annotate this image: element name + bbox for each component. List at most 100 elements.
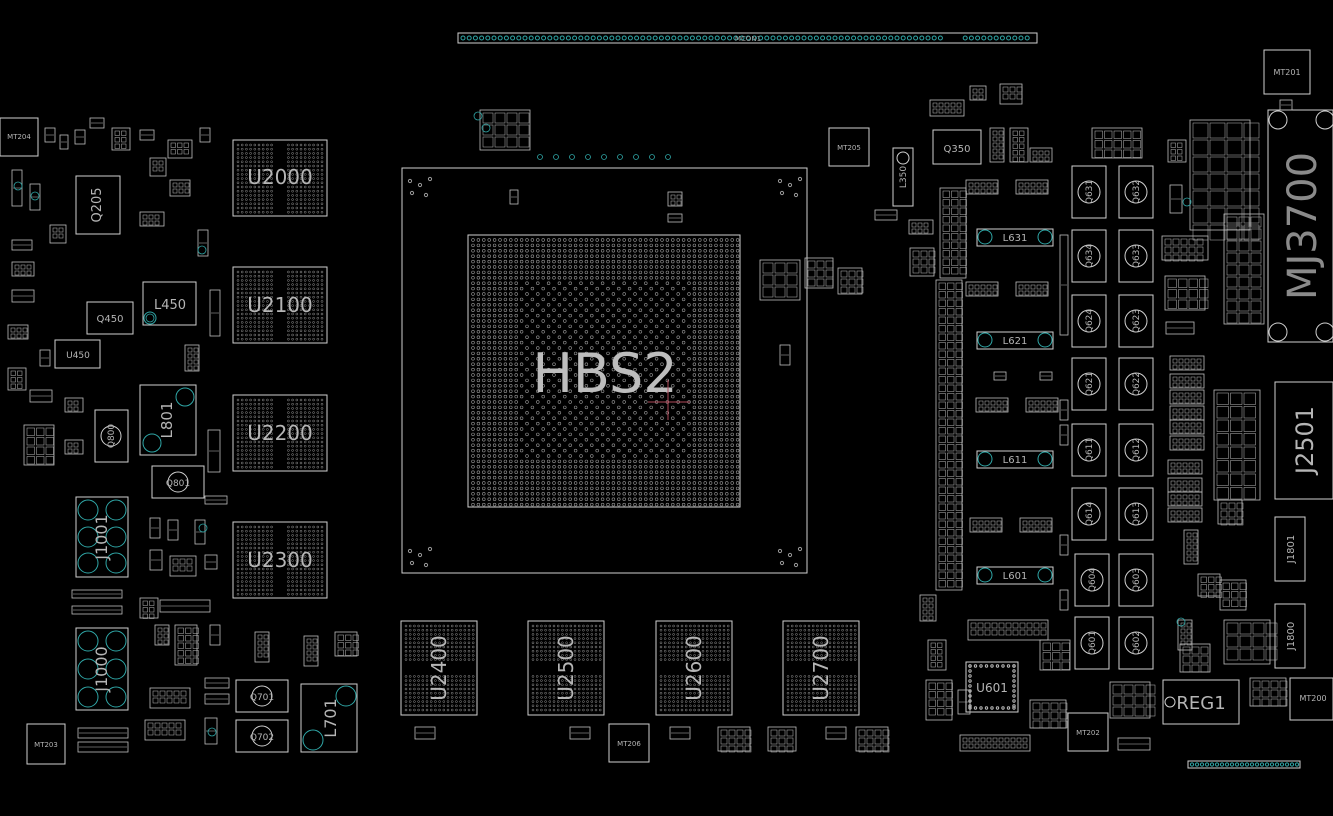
smd-footprint[interactable] bbox=[72, 590, 122, 598]
smd-footprint[interactable] bbox=[1030, 148, 1052, 162]
mosfet-q450[interactable]: Q450 bbox=[87, 302, 133, 334]
smd-footprint[interactable] bbox=[1170, 185, 1182, 213]
smd-footprint[interactable] bbox=[12, 290, 34, 302]
smd-footprint[interactable] bbox=[205, 718, 217, 744]
smd-footprint[interactable] bbox=[994, 372, 1006, 380]
smd-footprint[interactable] bbox=[1166, 322, 1194, 334]
smd-footprint[interactable] bbox=[936, 280, 963, 590]
smd-footprint[interactable] bbox=[50, 225, 66, 243]
smd-footprint[interactable] bbox=[1190, 120, 1259, 240]
mosfet-q604[interactable]: Q604 bbox=[1075, 554, 1109, 606]
smd-footprint[interactable] bbox=[920, 595, 936, 621]
inductor-l701[interactable]: L701 bbox=[301, 684, 357, 752]
smd-footprint[interactable] bbox=[150, 158, 166, 176]
mount-hole-mt201[interactable]: MT201 bbox=[1264, 50, 1310, 94]
smd-footprint[interactable] bbox=[78, 728, 128, 738]
smd-footprint[interactable] bbox=[1280, 100, 1292, 110]
smd-footprint[interactable] bbox=[760, 260, 800, 300]
smd-footprint[interactable] bbox=[1060, 235, 1068, 335]
smd-footprint[interactable] bbox=[205, 496, 227, 504]
smd-footprint[interactable] bbox=[8, 368, 26, 390]
smd-footprint[interactable] bbox=[910, 248, 935, 276]
inductor-l601[interactable]: L601 bbox=[977, 567, 1053, 584]
memory-u2200[interactable]: U2200 bbox=[233, 395, 327, 471]
mount-hole-mt202[interactable]: MT202 bbox=[1068, 713, 1108, 751]
smd-footprint[interactable] bbox=[185, 345, 199, 371]
smd-footprint[interactable] bbox=[966, 180, 998, 194]
smd-footprint[interactable] bbox=[1030, 700, 1067, 728]
mount-hole-mt206[interactable]: MT206 bbox=[609, 724, 649, 762]
smd-footprint[interactable] bbox=[1168, 460, 1202, 474]
smd-footprint[interactable] bbox=[1214, 390, 1260, 500]
smd-footprint[interactable] bbox=[210, 290, 220, 336]
smd-footprint[interactable] bbox=[198, 230, 208, 256]
smd-footprint[interactable] bbox=[928, 640, 946, 670]
smd-footprint[interactable] bbox=[1020, 518, 1052, 532]
mosfet-q701[interactable]: Q701 bbox=[236, 680, 288, 712]
inductor-l611[interactable]: L611 bbox=[977, 451, 1053, 468]
smd-footprint[interactable] bbox=[968, 620, 1048, 640]
smd-footprint[interactable] bbox=[1060, 425, 1068, 445]
smd-footprint[interactable] bbox=[304, 636, 318, 666]
smd-footprint[interactable] bbox=[415, 727, 435, 739]
smd-footprint[interactable] bbox=[970, 86, 986, 100]
smd-footprint[interactable] bbox=[175, 625, 199, 665]
mosfet-q602[interactable]: Q602 bbox=[1119, 617, 1153, 669]
gpu-package[interactable]: HBS2 bbox=[402, 168, 807, 573]
smd-footprint[interactable] bbox=[1168, 508, 1202, 522]
smd-footprint[interactable] bbox=[1170, 436, 1204, 450]
mosfet-q350[interactable]: Q350 bbox=[933, 130, 981, 164]
ic-u601[interactable]: U601 bbox=[966, 662, 1018, 712]
smd-footprint[interactable] bbox=[668, 214, 682, 222]
smd-footprint[interactable] bbox=[72, 606, 122, 614]
mosfet-q631[interactable]: Q631 bbox=[1072, 166, 1106, 218]
smd-footprint[interactable] bbox=[1165, 276, 1208, 310]
smd-footprint[interactable] bbox=[960, 735, 1030, 751]
smd-footprint[interactable] bbox=[155, 625, 169, 645]
smd-footprint[interactable] bbox=[1092, 128, 1142, 158]
smd-footprint[interactable] bbox=[65, 440, 83, 454]
mosfet-q623[interactable]: Q623 bbox=[1119, 295, 1153, 347]
smd-footprint[interactable] bbox=[768, 727, 796, 752]
smd-footprint[interactable] bbox=[78, 742, 128, 752]
ic-u450[interactable]: U450 bbox=[55, 340, 100, 368]
mosfet-q800[interactable]: Q800 bbox=[95, 410, 128, 462]
connector-j1801[interactable]: J1801 bbox=[1275, 517, 1305, 581]
memory-u2600[interactable]: U2600 bbox=[656, 621, 732, 715]
smd-footprint[interactable] bbox=[140, 130, 154, 140]
smd-footprint[interactable] bbox=[1040, 372, 1052, 380]
mosfet-q702[interactable]: Q702 bbox=[236, 720, 288, 752]
connector-mj3700[interactable]: MJ3700 bbox=[1268, 110, 1333, 342]
smd-footprint[interactable] bbox=[168, 520, 178, 540]
mount-hole-mt204[interactable]: MT204 bbox=[0, 118, 38, 156]
smd-footprint[interactable] bbox=[24, 425, 54, 465]
smd-footprint[interactable] bbox=[1224, 620, 1277, 664]
smd-footprint[interactable] bbox=[940, 188, 967, 278]
top-edge-connector[interactable]: MCON1 bbox=[458, 33, 1037, 43]
smd-footprint[interactable] bbox=[856, 727, 889, 752]
smd-footprint[interactable] bbox=[150, 518, 160, 538]
smd-footprint[interactable] bbox=[335, 632, 359, 656]
smd-footprint[interactable] bbox=[1110, 682, 1155, 718]
mosfet-q624[interactable]: Q624 bbox=[1072, 295, 1106, 347]
smd-footprint[interactable] bbox=[12, 170, 22, 206]
smd-footprint[interactable] bbox=[1184, 530, 1198, 564]
memory-u2700[interactable]: U2700 bbox=[783, 621, 859, 715]
mosfet-q611[interactable]: Q611 bbox=[1072, 424, 1106, 476]
connector-j1800[interactable]: J1800 bbox=[1275, 604, 1305, 668]
memory-u2000[interactable]: U2000 bbox=[233, 140, 327, 216]
mosfet-q612[interactable]: Q612 bbox=[1119, 424, 1153, 476]
smd-footprint[interactable] bbox=[90, 118, 104, 128]
smd-footprint[interactable] bbox=[1000, 84, 1022, 104]
smd-footprint[interactable] bbox=[112, 128, 130, 150]
smd-footprint[interactable] bbox=[805, 258, 833, 288]
smd-footprint[interactable] bbox=[208, 430, 220, 472]
mosfet-q205[interactable]: Q205 bbox=[76, 176, 120, 234]
smd-footprint[interactable] bbox=[60, 135, 68, 149]
memory-u2400[interactable]: U2400 bbox=[401, 621, 477, 715]
smd-footprint[interactable] bbox=[1026, 398, 1058, 412]
mosfet-q621[interactable]: Q621 bbox=[1072, 358, 1106, 410]
smd-footprint[interactable] bbox=[205, 678, 229, 688]
smd-footprint[interactable] bbox=[140, 598, 158, 619]
